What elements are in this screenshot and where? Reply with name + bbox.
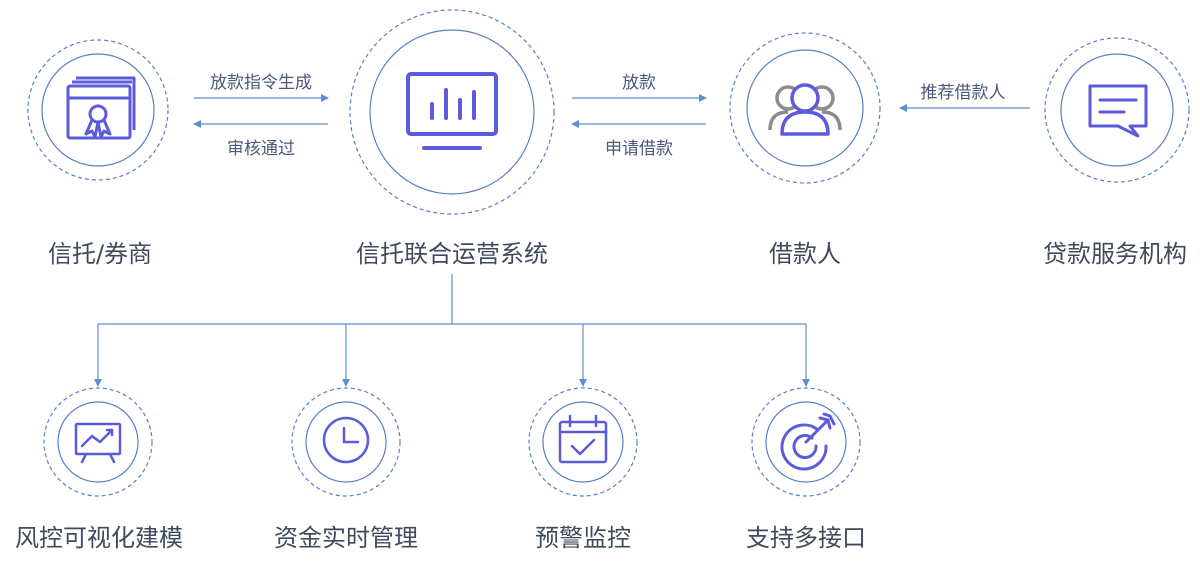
edge-label-apply: 申请借款 [605, 139, 673, 159]
edge-label-loan: 放款 [622, 73, 656, 93]
users-icon [768, 83, 842, 136]
feature-label-interface: 支持多接口 [746, 524, 866, 552]
edge-label-instruction: 放款指令生成 [210, 73, 312, 93]
calendar-check-icon [558, 414, 608, 464]
target-arrow-icon [780, 412, 836, 471]
edge-label-recommend: 推荐借款人 [920, 83, 1006, 103]
clock-icon [322, 416, 370, 464]
message-icon [1088, 84, 1148, 138]
borrower-label: 借款人 [769, 240, 841, 268]
tree-connector [94, 274, 810, 387]
feature-node-risk [43, 387, 153, 497]
feature-label-risk: 风控可视化建模 [15, 524, 183, 552]
trust-label: 信托/券商 [47, 240, 153, 268]
feature-label-alert: 预警监控 [535, 524, 631, 552]
feature-node-alert [528, 387, 638, 497]
agency-label: 贷款服务机构 [1043, 240, 1187, 268]
agency-node [1044, 37, 1190, 183]
borrower-node [729, 32, 881, 184]
trust-node [27, 39, 169, 181]
edge-label-approved: 审核通过 [227, 139, 295, 159]
certificate-icon [66, 76, 136, 140]
feature-node-funds [291, 387, 401, 497]
system-label: 信托联合运营系统 [356, 240, 548, 268]
feature-node-interface [751, 387, 861, 497]
feature-label-funds: 资金实时管理 [274, 524, 418, 552]
system-node [349, 9, 555, 215]
monitor-chart-icon [406, 72, 498, 150]
presentation-chart-icon [74, 422, 122, 464]
